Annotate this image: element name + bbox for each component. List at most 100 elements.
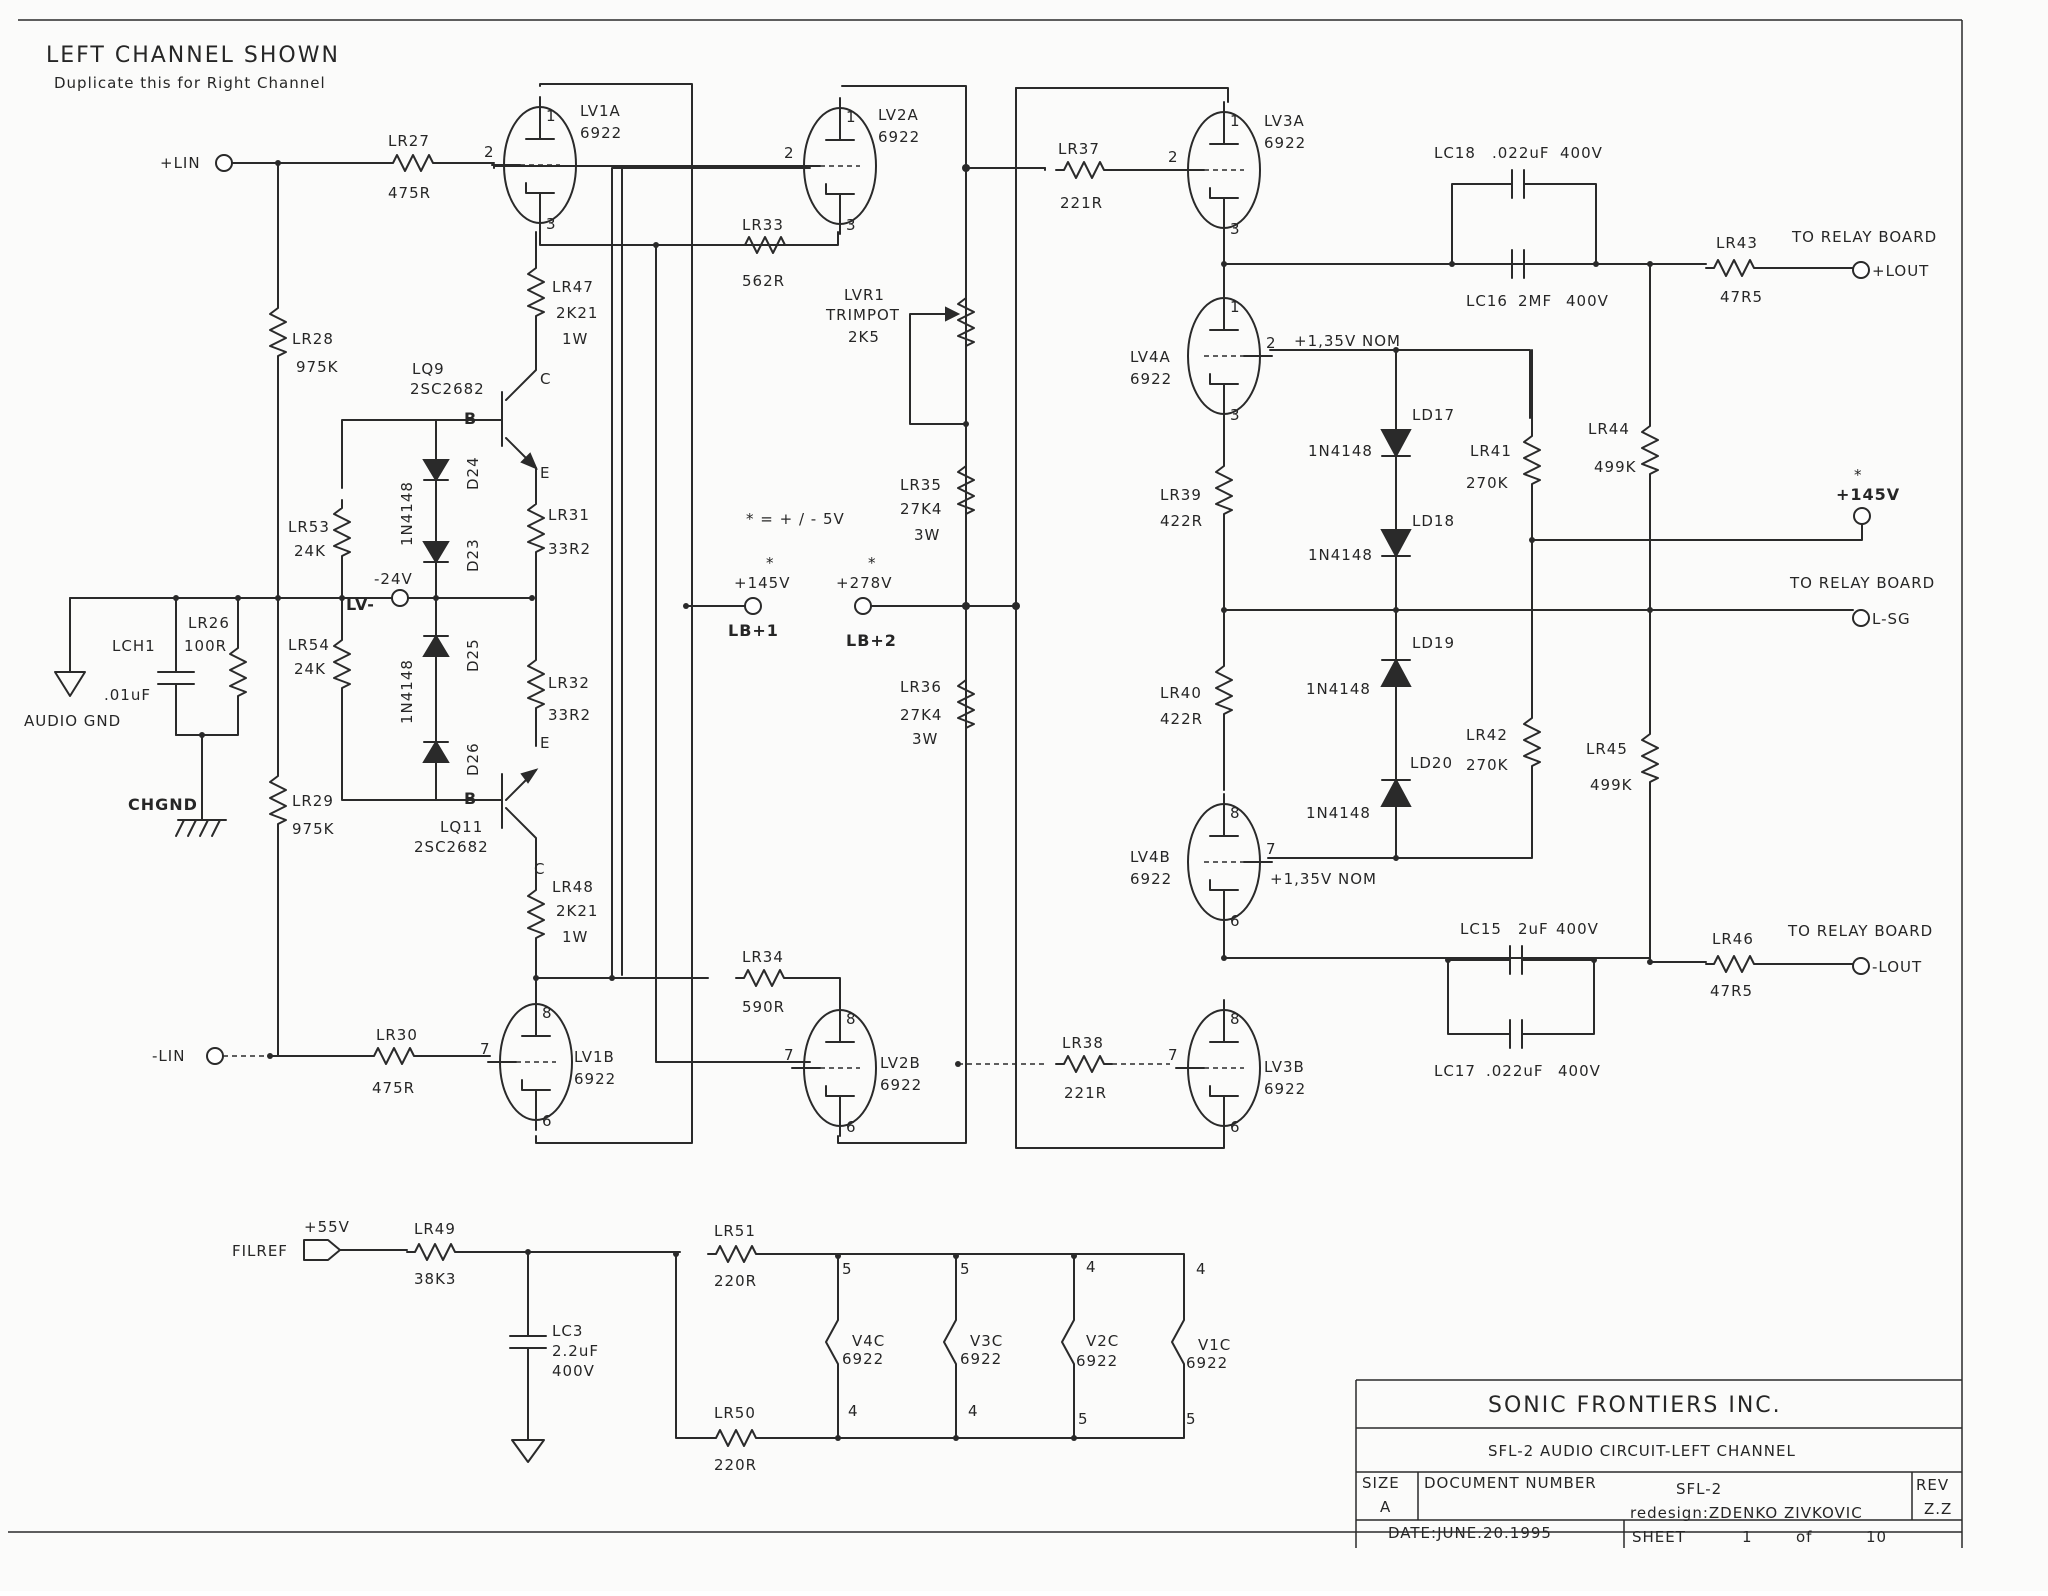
svg-text:499K: 499K [1590,776,1633,794]
LV2B-value: 6922 [880,1076,922,1094]
LR45-resistor [1641,725,1659,791]
svg-text:33R2: 33R2 [548,706,591,724]
svg-text:+145V: +145V [734,574,790,592]
title-block: SONIC FRONTIERS INC. SFL-2 AUDIO CIRCUIT… [1355,1379,1962,1548]
LV1A-pin-top: 1 [546,107,557,125]
LR38-resistor [1055,1055,1113,1073]
LV2A-pin-bottom: 3 [846,216,857,234]
svg-text:of: of [1796,1528,1812,1546]
svg-text:2MF: 2MF [1518,292,1552,310]
V3C-heater: 5 4 V3C 6922 [943,1255,1002,1439]
LV3A-ref: LV3A [1264,112,1305,130]
lb1-terminal[interactable] [744,597,762,615]
LR47-resistor [527,259,545,325]
LR39-resistor [1215,457,1233,523]
svg-text:LR34: LR34 [742,948,784,966]
svg-text:LR43: LR43 [1716,234,1758,252]
svg-text:D26: D26 [464,742,482,776]
svg-text:SIZE: SIZE [1362,1474,1400,1492]
plus-145v-terminal[interactable] [1853,507,1871,525]
svg-text:2K21: 2K21 [556,304,598,322]
svg-text:422R: 422R [1160,710,1203,728]
lb2-terminal[interactable] [854,597,872,615]
svg-text:4: 4 [848,1402,859,1420]
LC15-capacitor [1509,945,1523,975]
svg-text:LR53: LR53 [288,518,330,536]
lv-minus-label: LV- [346,595,375,614]
svg-text:+1,35V NOM: +1,35V NOM [1294,332,1401,350]
svg-text:38K3: 38K3 [414,1270,456,1288]
svg-text:2K5: 2K5 [848,328,880,346]
D26-diode [422,740,450,763]
minus-lin-terminal[interactable] [206,1047,224,1065]
svg-text:590R: 590R [742,998,785,1016]
svg-text:LR26: LR26 [188,614,230,632]
svg-text:1W: 1W [562,928,588,946]
svg-text:2.2uF: 2.2uF [552,1342,599,1360]
svg-text:LD20: LD20 [1410,754,1453,772]
D25-diode [422,634,450,657]
plus-lin-terminal[interactable] [215,154,233,172]
svg-text:1N4148: 1N4148 [1308,442,1373,460]
filref-connector[interactable] [303,1239,341,1261]
minus-24v-terminal[interactable] [391,589,409,607]
svg-text:V4C: V4C [852,1332,885,1350]
LV3A-value: 6922 [1264,134,1306,152]
LV4A-pin-grid: 2 [1266,334,1277,352]
svg-text:B: B [464,409,477,428]
svg-text:LR41: LR41 [1470,442,1512,460]
LV4A-pin-bottom: 3 [1230,406,1241,424]
l-sg-terminal[interactable] [1852,609,1870,627]
LR41-resistor [1523,427,1541,493]
relay-board-label-bottom: TO RELAY BOARD [1787,922,1933,940]
svg-text:400V: 400V [1560,144,1603,162]
svg-text:1N4148: 1N4148 [1306,804,1371,822]
svg-text:1N4148: 1N4148 [398,659,416,724]
svg-text:LR46: LR46 [1712,930,1754,948]
svg-text:LC18: LC18 [1434,144,1476,162]
svg-text:LR39: LR39 [1160,486,1202,504]
svg-text:5: 5 [1186,1410,1197,1428]
filref-label: FILREF [232,1242,288,1260]
sheet-frame [8,19,1963,1548]
LV1B-value: 6922 [574,1070,616,1088]
drawing-date: DATE:JUNE.20.1995 [1388,1524,1552,1542]
svg-text:270K: 270K [1466,474,1509,492]
minus-lout-terminal[interactable] [1852,957,1870,975]
LV2B-pin-bottom: 6 [846,1118,857,1136]
LV3B-pin-grid: 7 [1168,1046,1179,1064]
LV4B-pin-bottom: 6 [1230,912,1241,930]
svg-text:LQ11: LQ11 [440,818,483,836]
LV4A-value: 6922 [1130,370,1172,388]
svg-text:6922: 6922 [1186,1354,1228,1372]
LC18-capacitor [1511,169,1525,199]
LV4B-pin-top: 8 [1230,804,1241,822]
heater-circuit: FILREF +55V LR49 38K3 LC3 2.2uF 400V LR5… [232,1218,1231,1474]
svg-text:LR47: LR47 [552,278,594,296]
svg-text:LR49: LR49 [414,1220,456,1238]
svg-text:2uF: 2uF [1518,920,1549,938]
LR28-resistor [269,299,287,365]
svg-text:C: C [534,860,545,878]
svg-text:D24: D24 [464,456,482,490]
V4C-heater: 5 4 V4C 6922 [825,1255,885,1439]
LV1B-pin-grid: 7 [480,1040,491,1058]
svg-text:+145V: +145V [1836,485,1900,504]
svg-text:27K4: 27K4 [900,706,942,724]
svg-text:V1C: V1C [1198,1336,1231,1354]
svg-text:6922: 6922 [960,1350,1002,1368]
LR37-resistor [1055,161,1113,179]
svg-text:2SC2682: 2SC2682 [414,838,489,856]
plus-lout-terminal[interactable] [1852,261,1870,279]
stage2-wiring: LVR1 TRIMPOT 2K5 LR35 27K4 3W * = + / - … [746,85,1229,1149]
svg-text:422R: 422R [1160,512,1203,530]
company-name: SONIC FRONTIERS INC. [1488,1393,1782,1418]
svg-text:5: 5 [960,1260,971,1278]
LR50-resistor [707,1429,765,1447]
